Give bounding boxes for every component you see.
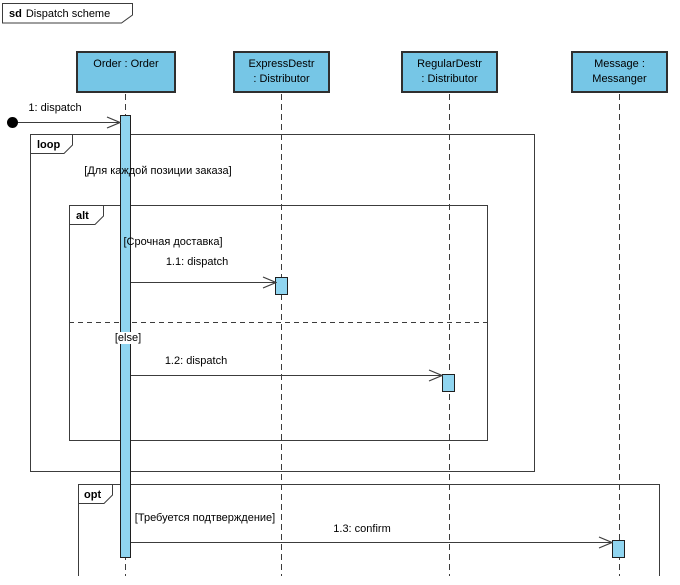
lifeline-regular — [449, 94, 450, 576]
fragment-opt-operator: opt — [78, 484, 113, 504]
title-keyword: sd — [9, 8, 22, 20]
lifeline-message — [619, 94, 620, 576]
opt-guard-label: [Требуется подтверждение] — [134, 512, 276, 524]
fragment-alt-operator: alt — [69, 205, 104, 225]
fragment-loop-frame[interactable] — [30, 134, 535, 472]
lifeline-label: RegularDestr — [417, 58, 482, 70]
message-1-line[interactable] — [18, 122, 120, 123]
alt-operator-label: alt — [76, 210, 89, 222]
alt-else-divider — [69, 322, 488, 323]
lifeline-label: Order : Order — [93, 58, 159, 70]
alt-else-label: [else] — [112, 332, 144, 344]
lifeline-label: : Distributor — [253, 73, 310, 85]
lifeline-label: : Distributor — [421, 73, 478, 85]
alt-guard-label: [Срочная доставка] — [123, 236, 223, 248]
lifeline-head-regular[interactable]: RegularDestr : Distributor — [401, 51, 498, 93]
message-1-3-line[interactable] — [131, 542, 612, 543]
message-1-label: 1: dispatch — [28, 102, 82, 114]
fragment-loop-operator: loop — [30, 134, 73, 154]
open-arrowhead-icon — [598, 536, 613, 549]
lifeline-head-order[interactable]: Order : Order — [76, 51, 176, 93]
found-message-circle-icon[interactable] — [7, 117, 18, 128]
opt-operator-label: opt — [84, 489, 101, 501]
fragment-alt-frame[interactable] — [69, 205, 488, 441]
message-1-1-line[interactable] — [131, 282, 276, 283]
open-arrowhead-icon — [106, 116, 121, 129]
activation-message[interactable] — [612, 540, 625, 558]
title-text: Dispatch scheme — [26, 8, 110, 20]
lifeline-label: Messanger — [592, 73, 647, 85]
open-arrowhead-icon — [428, 369, 443, 382]
activation-regular[interactable] — [442, 374, 455, 392]
message-1-2-label: 1.2: dispatch — [164, 355, 228, 367]
message-1-3-label: 1.3: confirm — [333, 523, 391, 535]
lifeline-label: ExpressDestr — [248, 58, 315, 70]
activation-express[interactable] — [275, 277, 288, 295]
lifeline-express — [281, 94, 282, 576]
message-1-1-label: 1.1: dispatch — [165, 256, 229, 268]
loop-guard-label: [Для каждой позиции заказа] — [84, 165, 232, 177]
diagram-title-tab: sd Dispatch scheme — [2, 3, 133, 24]
lifeline-label: Message : — [594, 58, 645, 70]
lifeline-head-express[interactable]: ExpressDestr : Distributor — [233, 51, 330, 93]
lifeline-head-message[interactable]: Message : Messanger — [571, 51, 668, 93]
loop-operator-label: loop — [37, 139, 60, 151]
message-1-2-line[interactable] — [131, 375, 442, 376]
open-arrowhead-icon — [262, 276, 277, 289]
fragment-opt-frame[interactable] — [78, 484, 660, 576]
